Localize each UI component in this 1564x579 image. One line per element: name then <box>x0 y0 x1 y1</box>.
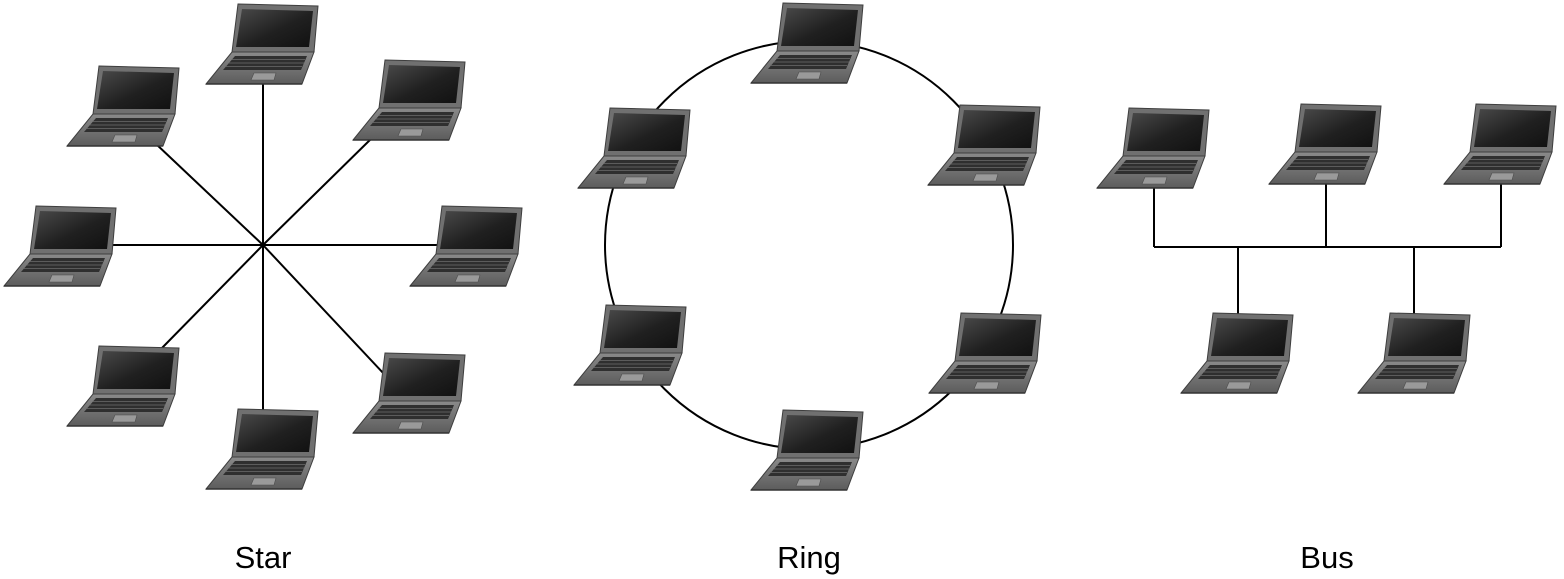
laptop-icon <box>205 408 319 490</box>
ring-computers <box>573 2 1042 491</box>
laptop-icon <box>66 65 180 147</box>
laptop-icon <box>1180 312 1294 394</box>
bus-links <box>1153 178 1502 315</box>
laptop-icon <box>3 205 117 287</box>
star-link <box>262 244 386 376</box>
laptop-icon <box>352 59 466 141</box>
laptop-icon <box>573 304 687 386</box>
bus-label: Bus <box>1300 540 1354 575</box>
laptop-icon <box>1268 103 1382 185</box>
star-link <box>159 244 264 351</box>
star-link <box>154 142 264 246</box>
laptop-icon <box>927 104 1041 186</box>
laptop-icon <box>1096 107 1210 189</box>
laptop-icon <box>928 312 1042 394</box>
bus-computers <box>1096 103 1557 394</box>
star-topology <box>3 3 523 490</box>
ring-topology <box>573 2 1042 491</box>
laptop-icon <box>66 345 180 427</box>
ring-label: Ring <box>777 540 841 575</box>
laptop-icon <box>1357 312 1471 394</box>
star-label: Star <box>234 540 292 575</box>
laptop-icon <box>750 409 864 491</box>
laptop-icon <box>205 3 319 85</box>
laptop-icon <box>352 352 466 434</box>
laptop-icon <box>577 107 691 189</box>
laptop-icon <box>750 2 864 84</box>
laptop-icon <box>1443 103 1557 185</box>
star-links <box>110 80 445 410</box>
star-link <box>262 134 376 246</box>
bus-topology <box>1096 103 1557 394</box>
